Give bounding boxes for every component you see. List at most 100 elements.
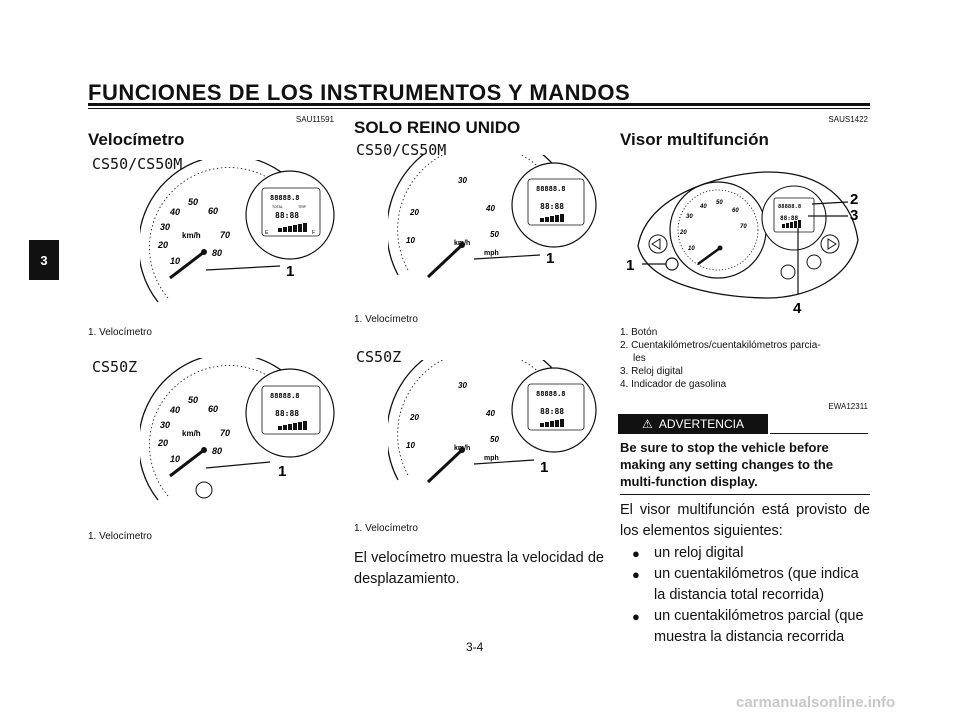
mf-tick-60: 60 <box>732 208 739 214</box>
unit-kmh: km/h <box>182 429 201 438</box>
left-caption-1: 1. Velocímetro <box>88 327 152 338</box>
speedometer-figure-1: 88888.8 TOTAL TRIP 88:88 E F 10 20 30 40… <box>140 160 335 303</box>
left-signal-icon <box>648 234 668 254</box>
left-heading: Velocímetro <box>88 130 185 149</box>
warning-text: Be sure to stop the vehicle before makin… <box>620 440 834 489</box>
high-beam-icon <box>806 254 822 270</box>
left-model-2: CS50Z <box>92 358 138 376</box>
tick-70: 70 <box>220 428 230 438</box>
uk-tick-40: 40 <box>485 409 495 418</box>
right-caption-1: 1. Botón <box>620 327 658 338</box>
lcd-clock: 88:88 <box>540 202 564 211</box>
lcd-trip: TRIP <box>298 205 307 209</box>
tick-70: 70 <box>220 230 230 240</box>
tick-30: 30 <box>160 420 170 430</box>
lcd-f: F <box>312 230 315 236</box>
header-rule-thin <box>88 108 870 109</box>
multifunction-figure: 88888.8 88:88 10 20 30 40 50 60 70 1 2 3… <box>626 171 859 317</box>
uk-tick-10: 10 <box>406 441 415 450</box>
right-code: SAUS1422 <box>828 115 868 124</box>
right-caption-2b: les <box>633 353 646 364</box>
tick-30: 30 <box>160 222 170 232</box>
mf-tick-30: 30 <box>686 214 693 220</box>
left-code: SAU11591 <box>295 115 334 124</box>
tick-60: 60 <box>208 206 218 216</box>
tick-60: 60 <box>208 404 218 414</box>
mf-tick-50: 50 <box>716 200 723 206</box>
list-item: un reloj digital <box>620 543 870 564</box>
uk-tick-30: 30 <box>458 176 467 185</box>
callout-1: 1 <box>278 463 286 480</box>
uk-tick-20: 20 <box>409 208 419 217</box>
mf-tick-40: 40 <box>699 204 707 210</box>
unit-mph: mph <box>484 250 499 257</box>
lcd-odo: 88888.8 <box>270 194 300 202</box>
lcd-e: E <box>265 230 269 236</box>
right-heading: Visor multifunción <box>620 130 769 149</box>
middle-body: El velocímetro muestra la velocidad de d… <box>354 550 604 587</box>
speedometer-figure-2: 88888.8 88:88 10 20 30 40 50 60 70 80 km… <box>140 358 335 501</box>
lcd-total: TOTAL <box>272 205 283 209</box>
left-caption-2: 1. Velocímetro <box>88 531 152 542</box>
tick-40: 40 <box>169 405 180 415</box>
warning-rule <box>620 494 870 495</box>
right-signal-icon <box>820 234 840 254</box>
unit-mph: mph <box>484 455 499 462</box>
tick-10: 10 <box>170 256 180 266</box>
speedometer-figure-uk-1: 88888.8 88:88 10 20 30 40 50 km/h mph 1 <box>388 155 597 279</box>
unit-kmh: km/h <box>182 231 201 240</box>
list-item: un cuentakilómetros parcial (que muestra… <box>620 606 870 648</box>
list-item: un cuentakilómetros (que indica la dista… <box>620 564 870 606</box>
right-caption-3: 3. Reloj digital <box>620 366 683 377</box>
chapter-tab: 3 <box>29 240 59 280</box>
right-body: El visor multifunción está provisto de l… <box>620 502 870 539</box>
tick-80: 80 <box>212 248 222 258</box>
mf-tick-20: 20 <box>679 230 687 236</box>
mf-tick-10: 10 <box>688 246 695 252</box>
warning-line <box>770 433 868 434</box>
lcd-clock: 88:88 <box>275 409 299 418</box>
lcd-odo: 88888.8 <box>536 185 566 193</box>
tick-80: 80 <box>212 446 222 456</box>
middle-model-2: CS50Z <box>356 348 402 366</box>
tick-20: 20 <box>157 240 168 250</box>
lcd-odo: 88888.8 <box>536 390 566 398</box>
callout-1: 1 <box>286 263 294 280</box>
button-icon <box>665 257 679 271</box>
callout-2: 2 <box>850 191 858 208</box>
mf-tick-70: 70 <box>740 224 747 230</box>
lcd-odo: 88888.8 <box>778 204 801 210</box>
lcd-clock: 88:88 <box>780 215 798 222</box>
tick-50: 50 <box>188 197 198 207</box>
watermark: carmanualsonline.info <box>736 694 896 711</box>
warning-label-text: ADVERTENCIA <box>658 417 744 431</box>
lcd-clock: 88:88 <box>540 407 564 416</box>
uk-tick-10: 10 <box>406 236 415 245</box>
left-model-1: CS50/CS50M <box>92 155 183 173</box>
uk-tick-30: 30 <box>458 381 467 390</box>
tick-50: 50 <box>188 395 198 405</box>
section-header: FUNCIONES DE LOS INSTRUMENTOS Y MANDOS <box>88 80 631 105</box>
middle-caption-1: 1. Velocímetro <box>354 314 418 325</box>
header-rule <box>88 103 870 106</box>
uk-tick-50: 50 <box>490 435 499 444</box>
middle-caption-2: 1. Velocímetro <box>354 523 418 534</box>
callout-1: 1 <box>626 257 634 274</box>
speedometer-figure-uk-2: 88888.8 88:88 10 20 30 40 50 km/h mph 1 <box>388 360 597 484</box>
right-caption-4: 4. Indicador de gasolina <box>620 379 727 390</box>
callout-3: 3 <box>850 207 858 224</box>
warning-label: ⚠ ADVERTENCIA <box>618 414 768 434</box>
callout-1: 1 <box>546 250 554 267</box>
warn-code: EWA12311 <box>828 402 868 411</box>
lcd-odo: 88888.8 <box>270 392 300 400</box>
middle-heading: SOLO REINO UNIDO <box>354 118 521 137</box>
tick-40: 40 <box>169 207 180 217</box>
tick-20: 20 <box>157 438 168 448</box>
warning-icon: ⚠ <box>642 417 653 431</box>
callout-1: 1 <box>540 459 548 476</box>
uk-tick-40: 40 <box>485 204 495 213</box>
page-number: 3-4 <box>466 640 484 654</box>
callout-4: 4 <box>793 300 802 317</box>
lcd-clock: 88:88 <box>275 211 299 220</box>
tick-10: 10 <box>170 454 180 464</box>
